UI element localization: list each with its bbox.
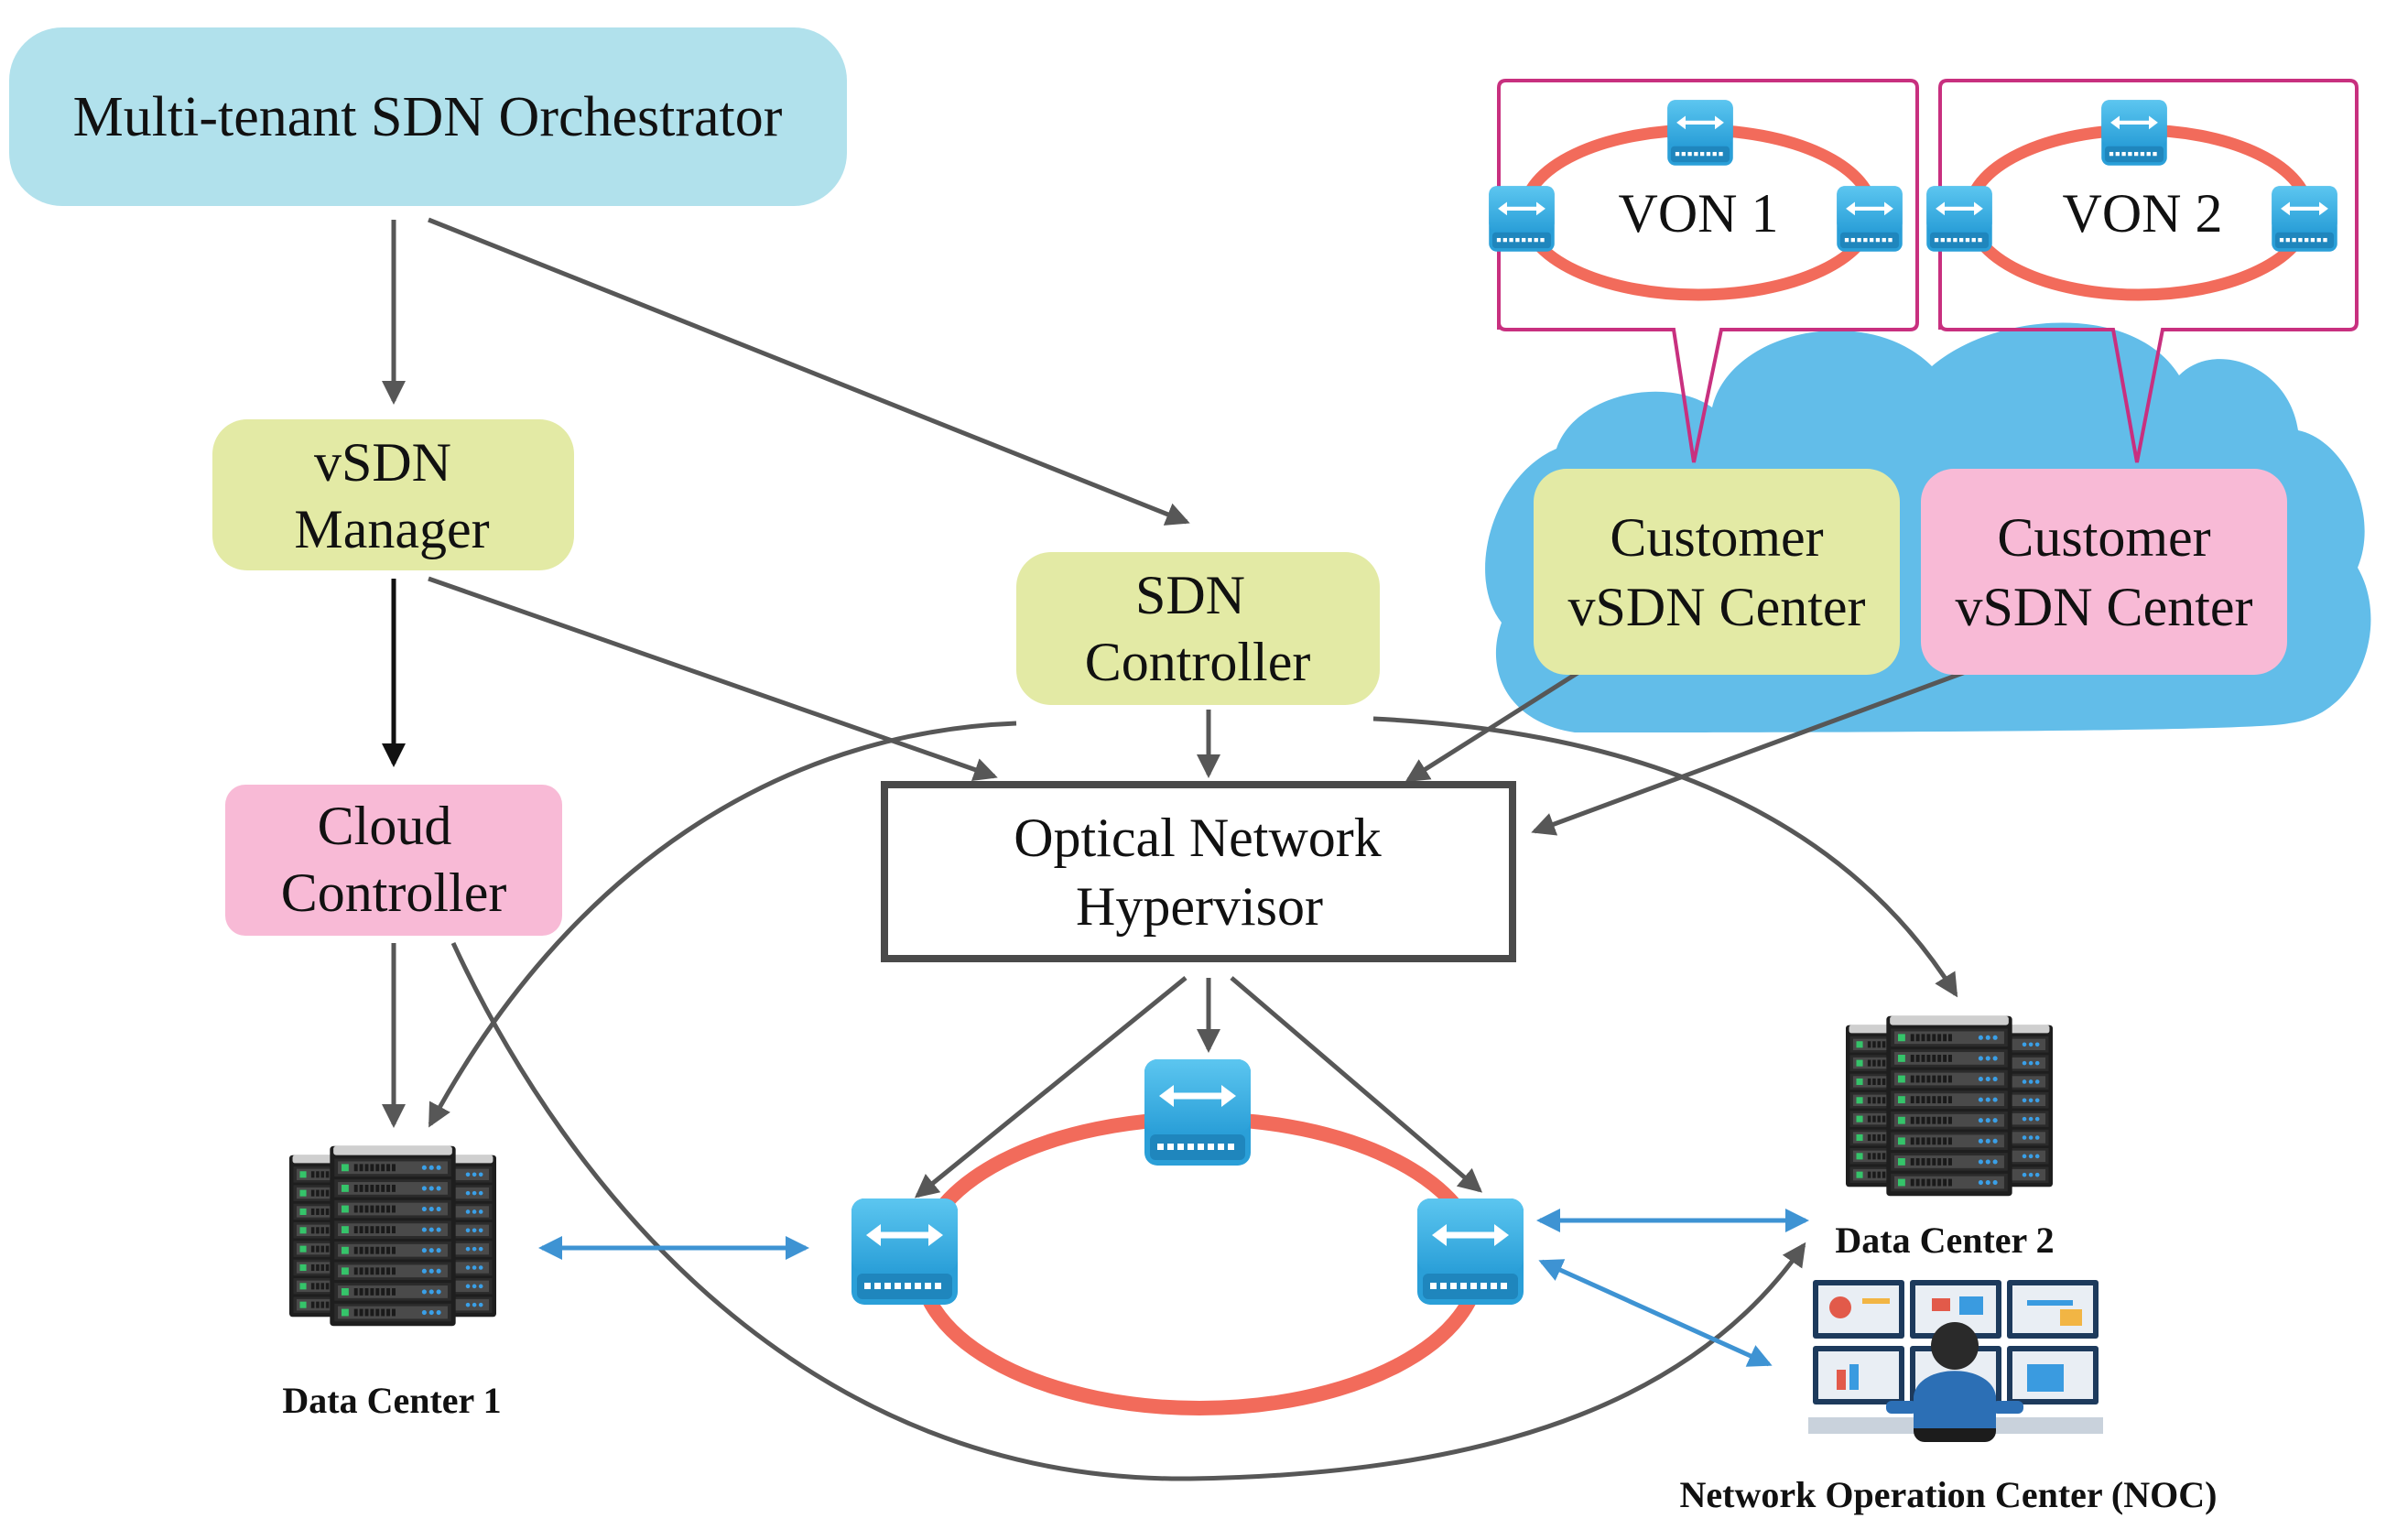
hypervisor-box[interactable] (881, 781, 1516, 962)
dc2-label: Data Center 2 (1835, 1220, 2054, 1261)
arrow-customer2-to-hypervisor (1531, 655, 2006, 836)
hypervisor-line2: Hypervisor (1076, 876, 1323, 937)
switch-icon[interactable] (1417, 1198, 1524, 1305)
dc1-label: Data Center 1 (282, 1380, 501, 1421)
vsdn-manager-line2: Manager (294, 499, 489, 559)
noc-label: Network Operation Center (NOC) (1680, 1474, 2218, 1515)
server-rack-icon (1846, 1016, 2053, 1197)
switch-icon[interactable] (1837, 186, 1903, 252)
switch-icon[interactable] (1144, 1059, 1251, 1166)
operator-workstation-icon (1808, 1280, 2103, 1442)
switch-icon[interactable] (1926, 186, 1992, 252)
control-arrows (382, 217, 2006, 1481)
switch-icon[interactable] (1667, 100, 1733, 166)
arrow-hypervisor-to-left-switch (914, 976, 1188, 1198)
customer-center-2-box[interactable] (1921, 469, 2287, 675)
cloud-controller-box[interactable] (225, 785, 562, 936)
orchestrator-label: Multi-tenant SDN Orchestrator (73, 86, 783, 148)
von2-label: VON 2 (2063, 183, 2223, 244)
arrow-vsdn-to-hypervisor (428, 576, 998, 782)
sdn-controller-line2: Controller (1085, 632, 1311, 692)
sdn-controller-box[interactable] (1016, 552, 1380, 705)
arrow-customer1-to-hypervisor (1404, 655, 1604, 783)
customer-center-1-line1: Customer (1610, 507, 1823, 568)
customer-center-1-box[interactable] (1534, 469, 1900, 675)
switch-icon[interactable] (2101, 100, 2167, 166)
von2-callout (1938, 79, 2359, 463)
server-rack-icon (289, 1146, 496, 1327)
hypervisor-line1: Optical Network (1014, 808, 1382, 868)
customer-center-2-line1: Customer (1997, 507, 2210, 568)
von1-callout (1497, 79, 1919, 463)
vsdn-manager-line1: vSDN (314, 432, 451, 493)
link-right-switch-to-noc (1538, 1259, 1773, 1367)
von1-label: VON 1 (1619, 183, 1779, 244)
switch-icon[interactable] (2272, 186, 2337, 252)
customer-center-2-line2: vSDN Center (1956, 577, 2253, 637)
sdn-controller-line1: SDN (1135, 565, 1245, 625)
vsdn-manager-box[interactable] (212, 419, 574, 570)
switch-icon[interactable] (1489, 186, 1555, 252)
arc-sdn-to-dc2 (1372, 716, 1958, 998)
customer-center-1-line2: vSDN Center (1568, 577, 1866, 637)
orchestrator-box[interactable] (9, 27, 847, 206)
cloud-controller-line1: Cloud (318, 796, 452, 856)
switch-icon[interactable] (851, 1198, 958, 1305)
arc-cloudctl-to-dc2 (450, 941, 1806, 1481)
data-links (538, 1209, 1809, 1367)
cloud-controller-line2: Controller (281, 862, 507, 923)
arrow-hypervisor-to-right-switch (1230, 976, 1483, 1193)
arrow-orchestrator-to-sdn (428, 217, 1190, 526)
